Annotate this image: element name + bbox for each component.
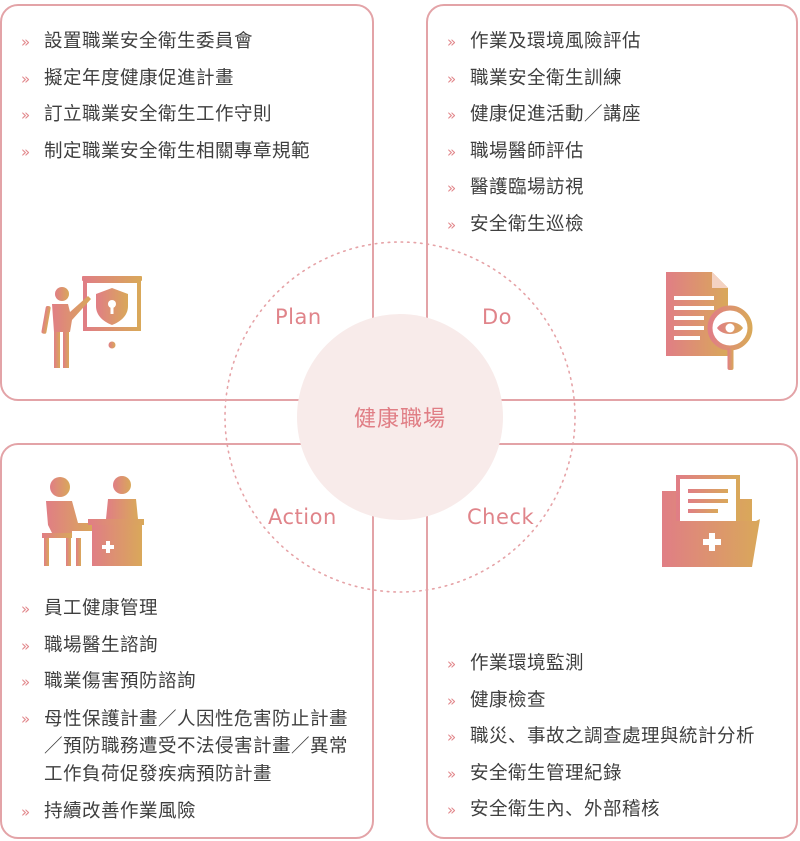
list-item-text: 職業傷害預防諮詢 [44, 671, 197, 692]
list-item-text: 擬定年度健康促進計畫 [44, 67, 235, 89]
list-item-text: 作業環境監測 [470, 653, 585, 674]
list-item-text: 安全衛生內、外部稽核 [470, 799, 661, 820]
list-item-text: 安全衛生巡檢 [470, 213, 585, 235]
bullet-icon: » [447, 179, 457, 197]
list-item-text: 醫護臨場訪視 [470, 177, 585, 198]
list-item-text: 職場醫師評估 [470, 140, 585, 162]
bullet-icon: » [21, 600, 31, 618]
list-item: » 職災、事故之調查處理與統計分析 [444, 724, 789, 750]
bullet-icon: » [447, 142, 457, 161]
bullet-icon: » [21, 709, 31, 728]
list-item-text: 設置職業安全衛生委員會 [44, 31, 254, 52]
check-list: » 作業環境監測 » 健康檢查 » 職災、事故之調查處理與統計分析 » 安全衛生管理紀錄 » 安全… [444, 651, 789, 834]
bullet-icon: » [21, 142, 31, 161]
list-item: » 職業傷害預防諮詢 [18, 669, 363, 695]
list-item: » 健康檢查 [444, 688, 789, 714]
bullet-icon: » [21, 33, 31, 51]
bullet-icon: » [447, 33, 457, 51]
list-item: » 作業及環境風險評估 [444, 29, 789, 55]
phase-check-label: Check [467, 505, 535, 529]
phase-plan-label: Plan [275, 305, 322, 329]
center-circle: 健康職場 [297, 314, 503, 520]
list-item: » 持續改善作業風險 [18, 799, 363, 825]
list-item-text: 職業安全衛生訓練 [470, 67, 623, 89]
bullet-icon: » [21, 69, 31, 88]
medical-folder-icon [662, 475, 760, 567]
list-item-text: 職場醫生諮詢 [44, 634, 159, 656]
bullet-icon: » [447, 801, 457, 819]
list-item: » 員工健康管理 [18, 596, 363, 622]
list-item: » 安全衛生巡檢 [444, 212, 789, 238]
bullet-icon: » [447, 691, 457, 710]
consultation-desk-icon [42, 476, 144, 566]
list-item-text: 持續改善作業風險 [44, 800, 197, 822]
list-item: » 母性保護計畫／人因性危害防止計畫／預防職務遭受不法侵害計畫／異常工作負荷促發疾… [18, 706, 363, 789]
list-item: » 作業環境監測 [444, 651, 789, 677]
bullet-icon: » [447, 106, 457, 124]
action-quadrant: » 員工健康管理 » 職場醫生諮詢 » 職業傷害預防諮詢 » 母性保護計畫／人因性危害防止計畫… [0, 443, 374, 839]
bullet-icon: » [447, 69, 457, 88]
plan-quadrant: » 設置職業安全衛生委員會 » 擬定年度健康促進計畫 » 訂立職業安全衛生工作守則 » 制定職… [0, 4, 374, 401]
list-item-text: 母性保護計畫／人因性危害防止計畫／預防職務遭受不法侵害計畫／異常工作負荷促發疾病… [44, 708, 349, 785]
bullet-icon: » [447, 655, 457, 673]
list-item-text: 健康檢查 [470, 689, 547, 711]
list-item-text: 健康促進活動／講座 [470, 104, 642, 125]
phase-action-label: Action [268, 505, 337, 529]
list-item: » 職場醫生諮詢 [18, 633, 363, 659]
list-item: » 醫護臨場訪視 [444, 175, 789, 201]
presenter-shield-icon [41, 276, 142, 368]
list-item: » 職業安全衛生訓練 [444, 66, 789, 92]
list-item-text: 職災、事故之調查處理與統計分析 [470, 726, 756, 747]
do-quadrant: » 作業及環境風險評估 » 職業安全衛生訓練 » 健康促進活動／講座 » 職場醫師評估 » 醫護臨… [426, 4, 798, 401]
list-item: » 設置職業安全衛生委員會 [18, 29, 363, 55]
list-item: » 安全衛生管理紀錄 [444, 761, 789, 787]
list-item-text: 制定職業安全衛生相關專章規範 [44, 140, 311, 162]
list-item: » 訂立職業安全衛生工作守則 [18, 102, 363, 128]
list-item-text: 員工健康管理 [44, 598, 159, 619]
action-list: » 員工健康管理 » 職場醫生諮詢 » 職業傷害預防諮詢 » 母性保護計畫／人因性危害防止計畫… [18, 596, 363, 835]
list-item: » 職場醫師評估 [444, 139, 789, 165]
list-item-text: 作業及環境風險評估 [470, 31, 642, 52]
plan-list: » 設置職業安全衛生委員會 » 擬定年度健康促進計畫 » 訂立職業安全衛生工作守則 » 制定職… [18, 29, 363, 175]
bullet-icon: » [21, 802, 31, 821]
document-magnifier-icon [666, 272, 753, 370]
bullet-icon: » [447, 764, 457, 783]
center-title: 健康職場 [353, 407, 446, 432]
bullet-icon: » [21, 673, 31, 691]
phase-do-label: Do [482, 305, 513, 329]
bullet-icon: » [21, 636, 31, 655]
list-item: » 制定職業安全衛生相關專章規範 [18, 139, 363, 165]
list-item-text: 安全衛生管理紀錄 [470, 762, 623, 784]
bullet-icon: » [447, 215, 457, 234]
do-list: » 作業及環境風險評估 » 職業安全衛生訓練 » 健康促進活動／講座 » 職場醫師評估 » 醫護臨… [444, 29, 789, 248]
list-item: » 健康促進活動／講座 [444, 102, 789, 128]
bullet-icon: » [21, 106, 31, 124]
list-item-text: 訂立職業安全衛生工作守則 [44, 104, 273, 125]
list-item: » 安全衛生內、外部稽核 [444, 797, 789, 823]
list-item: » 擬定年度健康促進計畫 [18, 66, 363, 92]
bullet-icon: » [447, 728, 457, 746]
check-quadrant: » 作業環境監測 » 健康檢查 » 職災、事故之調查處理與統計分析 » 安全衛生管理紀錄 » 安全… [426, 443, 798, 839]
